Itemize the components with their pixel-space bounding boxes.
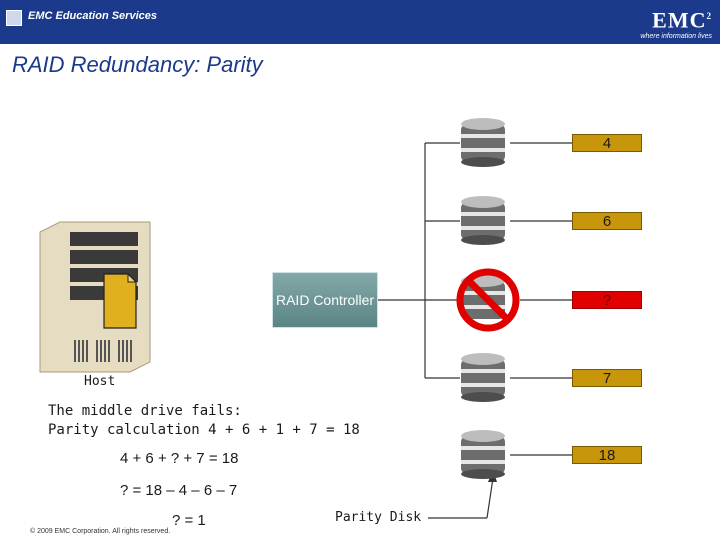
page-title: RAID Redundancy: Parity <box>12 52 263 77</box>
drive-value-1: 4 <box>572 134 642 152</box>
emc-logo: EMC2 where information lives <box>622 4 712 41</box>
emc-square-icon <box>6 10 22 26</box>
host-label: Host <box>84 374 116 389</box>
copyright-text: © 2009 EMC Corporation. All rights reser… <box>30 528 171 535</box>
connection-lines <box>378 142 572 519</box>
parity-drive-value: 18 <box>572 446 642 464</box>
drive-icon-2 <box>461 196 505 245</box>
emc-logo-text: EMC <box>652 7 707 33</box>
drive-icon-4 <box>461 353 505 402</box>
failure-text: The middle drive fails: <box>48 403 242 419</box>
education-services-logo: EMC Education Services <box>6 6 157 32</box>
header-bar: EMC Education Services EMC2 where inform… <box>0 0 720 44</box>
drive-icon-1 <box>461 118 505 167</box>
no-sign-icon <box>456 268 520 332</box>
drive-value-2: 6 <box>572 212 642 230</box>
failed-drive-value: ? <box>572 291 642 309</box>
parity-drive-icon <box>461 430 505 479</box>
failed-drive-icon <box>456 268 520 332</box>
calc-step-1: 4 + 6 + ? + 7 = 18 <box>120 450 239 467</box>
emc-logo-sup: 2 <box>706 11 712 21</box>
drive-value-4: 7 <box>572 369 642 387</box>
host-data-card-icon <box>103 272 138 329</box>
raid-controller: RAID Controller <box>272 272 378 328</box>
emc-tagline: where information lives <box>640 33 712 41</box>
header-left-text: EMC Education Services <box>28 10 157 22</box>
calc-step-3: ? = 1 <box>172 512 206 529</box>
parity-disk-label: Parity Disk <box>335 510 422 525</box>
calc-step-2: ? = 18 – 4 – 6 – 7 <box>120 482 238 499</box>
parity-calculation-text: Parity calculation 4 + 6 + 1 + 7 = 18 <box>48 422 360 438</box>
